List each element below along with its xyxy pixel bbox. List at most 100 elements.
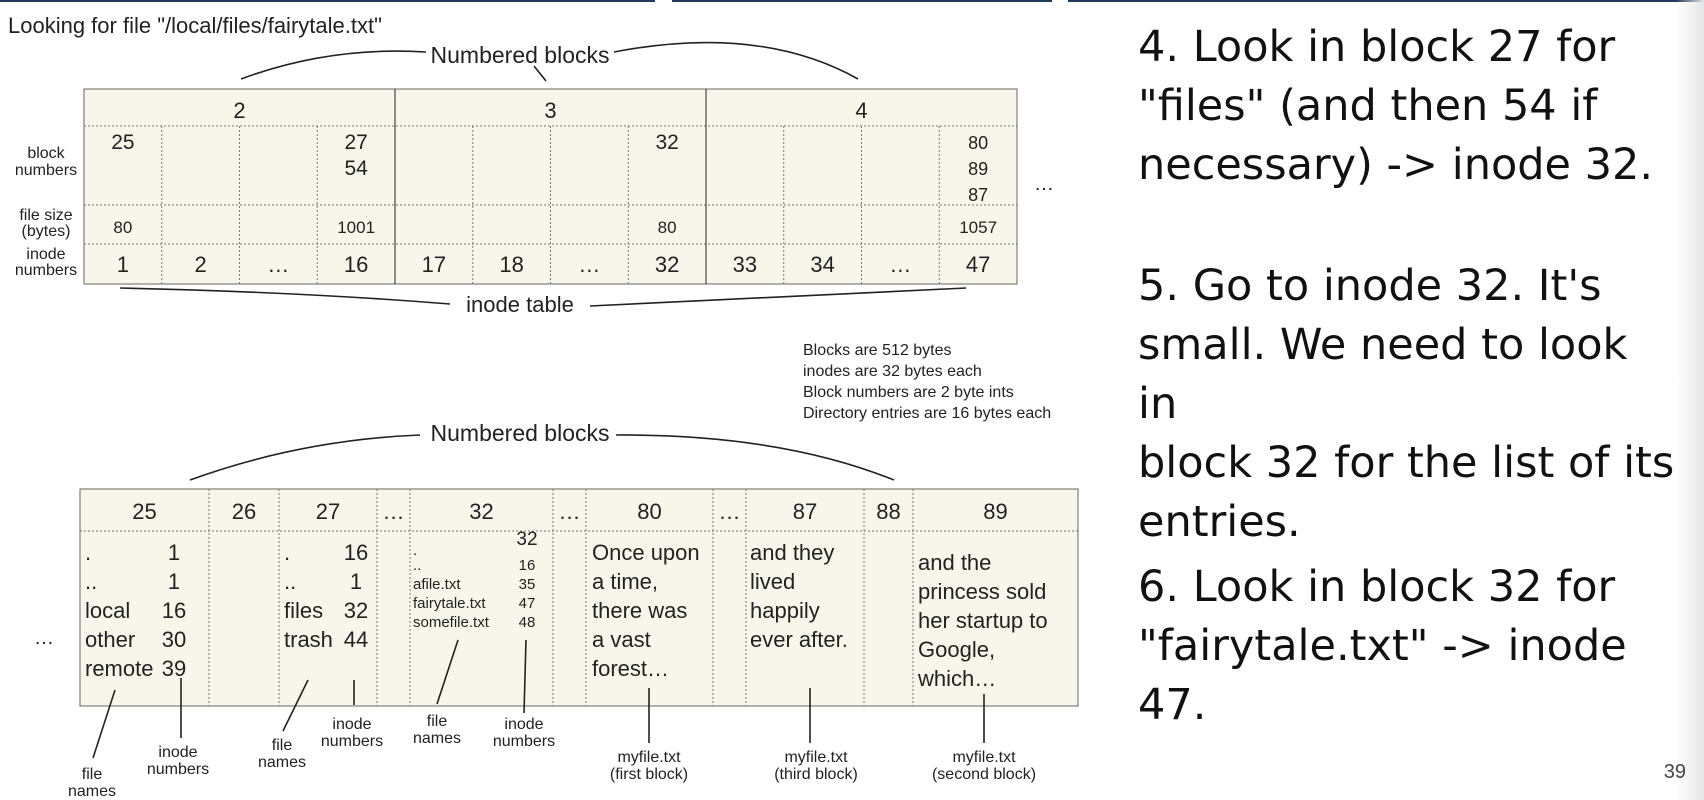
block-header: …	[383, 499, 405, 524]
label-file-names: file	[82, 766, 103, 783]
file-text-line: Once upon	[592, 540, 700, 565]
inode-number-cell: 47	[966, 252, 990, 277]
dir-entry-inode: 32	[516, 529, 537, 550]
file-text-line: Google,	[918, 637, 995, 662]
note-line: inodes are 32 bytes each	[803, 363, 982, 380]
inode-table-caption: inode table	[466, 292, 574, 317]
row-label-block-numbers: numbers	[15, 162, 77, 179]
dir-entry-inode: 48	[519, 614, 536, 631]
label-myfile-third-block: (third block)	[774, 766, 858, 783]
bottom-brace-right	[589, 287, 967, 307]
step-5-line: small. We need to look in	[1138, 320, 1628, 429]
block-header: 26	[232, 499, 256, 524]
slide-top-bar	[1068, 0, 1704, 2]
inode-number-cell: 33	[733, 252, 757, 277]
inode-number-cell: 2	[195, 252, 207, 277]
label-inode-numbers: numbers	[147, 761, 209, 778]
row-label-block-numbers: block	[27, 145, 65, 162]
block-header: 32	[469, 499, 493, 524]
file-text-line: happily	[750, 598, 820, 623]
block-number-cell: 80	[968, 133, 988, 153]
note-line: Block numbers are 2 byte ints	[803, 384, 1014, 401]
file-text-line: there was	[592, 598, 687, 623]
filesystem-diagram: Looking for file "/local/files/fairytale…	[8, 13, 1079, 800]
slide-top-bar	[0, 0, 655, 2]
step-6-line: "fairytale.txt" -> inode 47.	[1138, 621, 1627, 730]
block-header: …	[719, 499, 741, 524]
file-size-cell: 80	[658, 218, 677, 237]
file-text-line: and the	[918, 550, 991, 575]
group-header: 4	[855, 98, 867, 123]
note-line: Blocks are 512 bytes	[803, 342, 952, 359]
dir-entry-name: .	[413, 542, 417, 559]
block-header: 80	[637, 499, 661, 524]
inode-number-cell: 16	[344, 252, 368, 277]
file-text-line: which…	[917, 666, 996, 691]
row-label-file-size: file size	[19, 207, 72, 224]
row-label-inode-numbers: inode	[26, 246, 65, 263]
label-inode-numbers: inode	[504, 716, 543, 733]
inode-number-cell: 17	[422, 252, 446, 277]
file-text-line: her startup to	[918, 608, 1048, 633]
dir-entry-name: ..	[413, 557, 421, 574]
label-myfile-second-block: (second block)	[932, 766, 1036, 783]
table-ellipsis: …	[1034, 173, 1054, 195]
step-6-line: 6. Look in block 32 for	[1138, 562, 1616, 612]
label-inode-numbers: inode	[158, 744, 197, 761]
inode-number-cell: 1	[117, 252, 129, 277]
inode-number-cell: …	[267, 252, 289, 277]
dir-entry-inode: 16	[344, 540, 368, 565]
inode-number-cell: …	[578, 252, 600, 277]
step-4-line: "files" (and then 54 if	[1138, 81, 1598, 131]
file-text-line: and they	[750, 540, 834, 565]
dir-entry-name: afile.txt	[413, 576, 461, 593]
block-header: 89	[983, 499, 1007, 524]
dir-entry-inode: 30	[162, 627, 186, 652]
brace-left-arc	[240, 50, 427, 80]
block-number-cell: 25	[111, 131, 134, 154]
block-header: 27	[316, 499, 340, 524]
blocks-ellipsis: …	[34, 627, 54, 649]
group-header: 2	[233, 98, 245, 123]
block-number-cell: 87	[968, 185, 988, 205]
step-6: 6. Look in block 32 for "fairytale.txt" -…	[1138, 558, 1678, 735]
dir-entry-name: ..	[284, 569, 296, 594]
numbered-blocks-label-2: Numbered blocks	[431, 420, 610, 446]
dir-entry-name: files	[284, 598, 323, 623]
pointer-line	[92, 689, 116, 759]
label-myfile-second-block: myfile.txt	[952, 749, 1016, 766]
label-myfile-third-block: myfile.txt	[784, 749, 848, 766]
dir-entry-name: trash	[284, 627, 333, 652]
dir-entry-name: other	[85, 627, 135, 652]
file-text-line: a vast	[592, 627, 651, 652]
dir-entry-inode: 39	[162, 656, 186, 681]
pointer-line	[523, 639, 527, 714]
dir-entry-name: .	[284, 540, 290, 565]
file-size-cell: 1057	[959, 218, 997, 237]
brace-right-arc-2	[615, 434, 895, 481]
inode-number-cell: …	[889, 252, 911, 277]
block-number-cell: 27	[344, 131, 367, 154]
dir-entry-inode: 32	[344, 598, 368, 623]
label-file-names: names	[258, 754, 306, 771]
label-file-names: names	[68, 783, 116, 800]
step-5-line: block 32 for the list of its	[1138, 438, 1675, 488]
step-4: 4. Look in block 27 for"files" (and then…	[1138, 18, 1678, 195]
label-inode-numbers: numbers	[493, 733, 555, 750]
slide-edge-shade	[1676, 0, 1704, 800]
dir-entry-inode: 16	[519, 557, 536, 574]
dir-entry-inode: 16	[162, 598, 186, 623]
file-text-line: a time,	[592, 569, 658, 594]
label-myfile-first-block: myfile.txt	[617, 749, 681, 766]
block-header: …	[559, 499, 581, 524]
label-myfile-first-block: (first block)	[610, 766, 688, 783]
dir-entry-name: fairytale.txt	[413, 595, 486, 612]
file-text-line: forest…	[592, 656, 669, 681]
block-header: 87	[793, 499, 817, 524]
file-text-line: princess sold	[918, 579, 1046, 604]
step-5-line: 5. Go to inode 32. It's	[1138, 261, 1602, 311]
block-number-cell: 89	[968, 159, 988, 179]
dir-entry-inode: 47	[519, 595, 536, 612]
brace-right-arc	[613, 41, 859, 80]
numbered-blocks-label: Numbered blocks	[431, 42, 610, 68]
